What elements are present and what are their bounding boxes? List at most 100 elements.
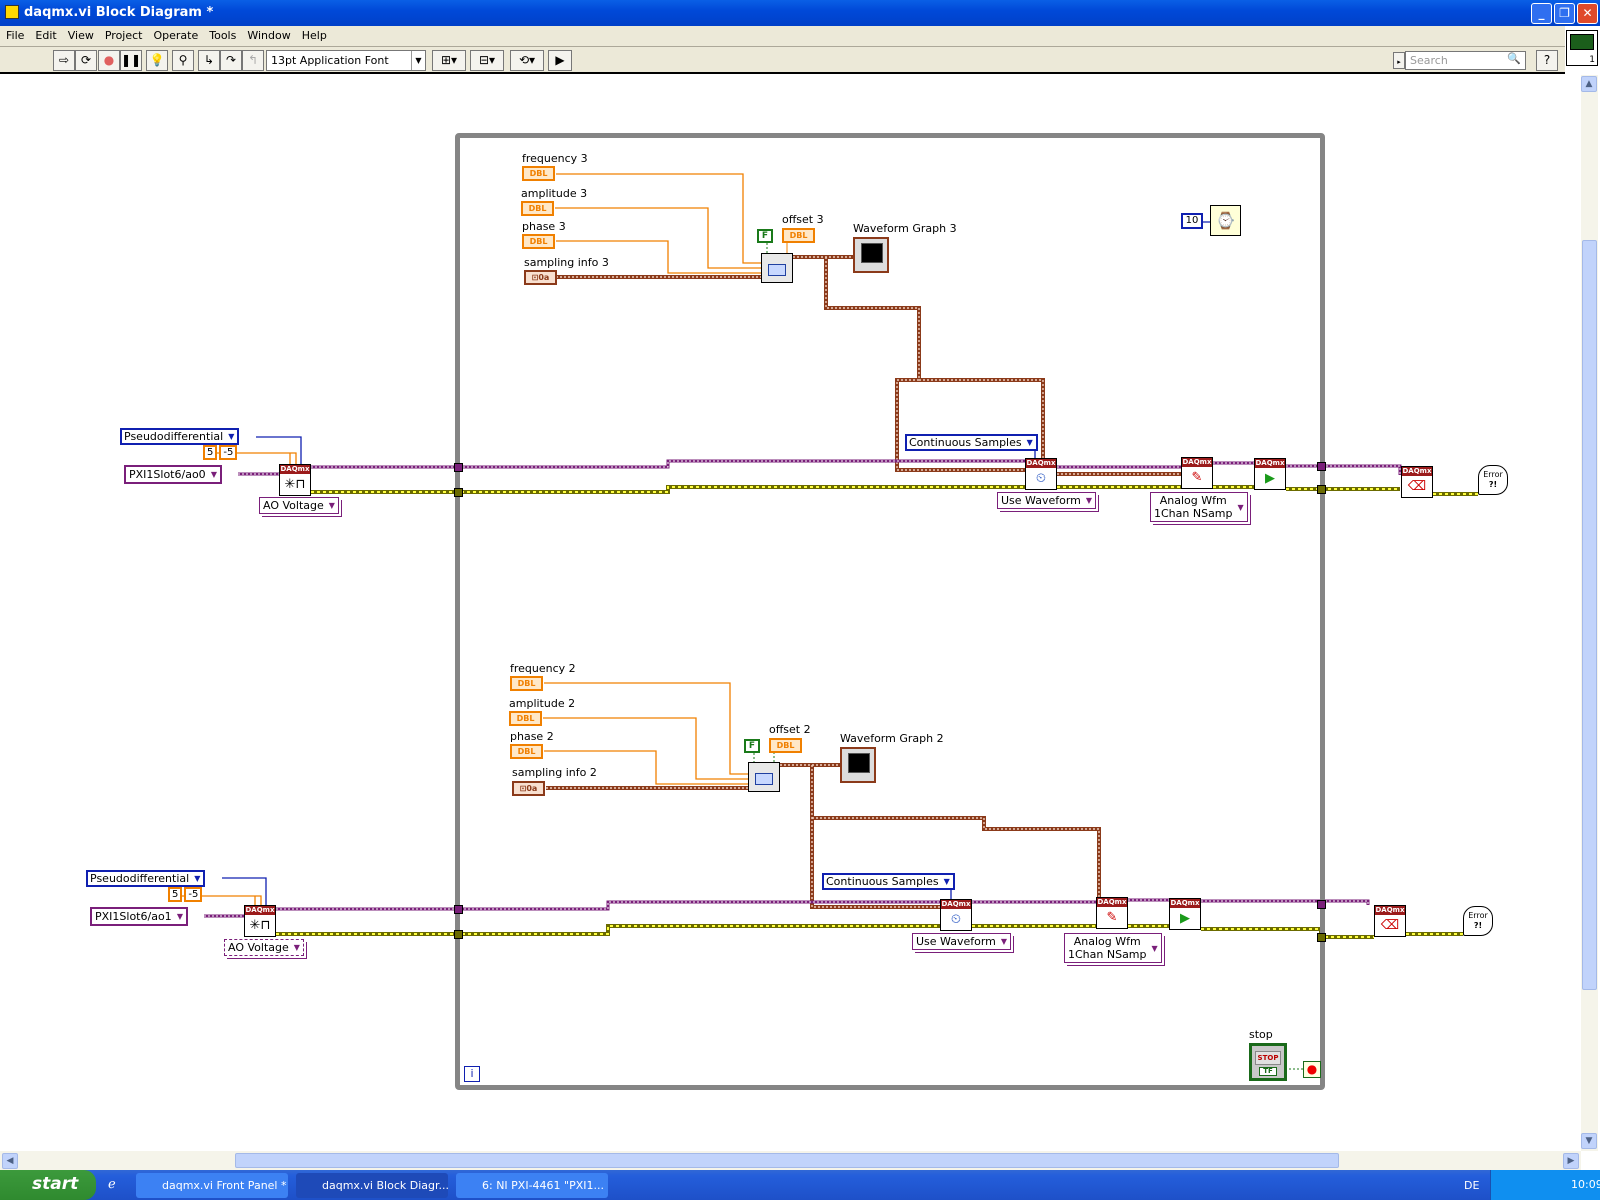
max-value-constant[interactable]: 5 xyxy=(203,445,218,460)
sampling-info-control[interactable]: ⊡0a xyxy=(512,781,545,796)
cleanup-diagram-icon[interactable]: ▶ xyxy=(548,50,572,71)
search-icon[interactable]: 🔍 xyxy=(1507,52,1521,65)
scroll-left-icon[interactable]: ◀ xyxy=(2,1153,18,1169)
daqmx-write[interactable]: DAQmx✎ xyxy=(1096,897,1128,929)
start-button[interactable]: start xyxy=(0,1170,96,1200)
step-over-icon[interactable]: ↷ xyxy=(220,50,242,71)
taskbar-item-front-panel[interactable]: daqmx.vi Front Panel * xyxy=(136,1173,288,1198)
taskbar-item-block-diagram[interactable]: daqmx.vi Block Diagr... xyxy=(296,1173,448,1198)
terminal-config-value: Pseudodifferential xyxy=(90,872,190,885)
search-expand-icon[interactable]: ▸ xyxy=(1393,52,1405,69)
sample-mode-value: Continuous Samples xyxy=(909,436,1022,449)
offset-control[interactable]: DBL xyxy=(769,738,802,753)
align-objects-icon[interactable]: ⊞▾ xyxy=(432,50,466,71)
daqmx-write[interactable]: DAQmx✎ xyxy=(1181,457,1213,489)
daqmx-start-task[interactable]: DAQmx▶ xyxy=(1254,458,1286,490)
taskbar-item-ni-pxi[interactable]: 6: NI PXI-4461 "PXI1... xyxy=(456,1173,608,1198)
step-out-icon[interactable]: ↰ xyxy=(242,50,264,71)
ie-quicklaunch-icon[interactable]: ℯ xyxy=(108,1177,116,1192)
daqmx-clear-task[interactable]: DAQmx⌫ xyxy=(1374,905,1406,937)
vertical-scrollbar[interactable]: ▲▼ xyxy=(1581,75,1598,1151)
minimize-button[interactable]: _ xyxy=(1531,3,1552,24)
reorder-icon[interactable]: ⟲▾ xyxy=(510,50,544,71)
terminal-config-ring[interactable]: Pseudodifferential▼ xyxy=(120,428,240,445)
sampling-info-control[interactable]: ⊡0a xyxy=(524,270,557,285)
scroll-up-icon[interactable]: ▲ xyxy=(1581,76,1597,92)
measurement-type-selector[interactable]: AO Voltage▼ xyxy=(259,497,339,514)
amplitude-control[interactable]: DBL xyxy=(509,711,542,726)
timing-type-selector[interactable]: Use Waveform▼ xyxy=(912,933,1012,950)
physical-channel-constant[interactable]: PXI1Slot6/ao0▼ xyxy=(124,465,222,484)
loop-condition-stop-icon[interactable]: ● xyxy=(1303,1061,1321,1078)
font-select[interactable]: 13pt Application Font▼ xyxy=(266,50,426,71)
stop-button-terminal[interactable]: STOP TF xyxy=(1249,1043,1287,1081)
false-constant[interactable]: F xyxy=(744,739,760,753)
amplitude-control[interactable]: DBL xyxy=(521,201,554,216)
daqmx-create-channel[interactable]: DAQmx✳⊓ xyxy=(279,464,311,496)
menu-help[interactable]: Help xyxy=(301,29,327,42)
context-help-button[interactable]: ? xyxy=(1536,50,1558,71)
horizontal-scrollbar[interactable]: ◀▶ xyxy=(0,1151,1581,1170)
simple-error-handler[interactable]: Error?! xyxy=(1463,906,1493,936)
max-value-constant[interactable]: 5 xyxy=(168,887,183,902)
vertical-scroll-thumb[interactable] xyxy=(1582,240,1597,990)
menu-file[interactable]: File xyxy=(6,29,25,42)
menu-view[interactable]: View xyxy=(67,29,94,42)
phase-control[interactable]: DBL xyxy=(510,744,543,759)
run-icon[interactable]: ⇨ xyxy=(53,50,75,71)
title-bar: daqmx.vi Block Diagram * _ ❐ ✕ xyxy=(0,0,1600,26)
task-tunnel xyxy=(1317,462,1326,471)
close-button[interactable]: ✕ xyxy=(1577,3,1598,24)
measurement-type-value: AO Voltage xyxy=(228,941,289,954)
timing-type-selector[interactable]: Use Waveform▼ xyxy=(997,492,1097,509)
error-symbol: ?! xyxy=(1488,480,1498,489)
search-input[interactable]: Search🔍 xyxy=(1405,51,1526,70)
min-value-constant[interactable]: -5 xyxy=(184,887,203,902)
min-value-constant[interactable]: -5 xyxy=(219,445,238,460)
phase-control[interactable]: DBL xyxy=(522,234,555,249)
daqmx-timing[interactable]: DAQmx⏲ xyxy=(1025,458,1057,490)
highlight-execution-icon[interactable]: 💡 xyxy=(146,50,168,71)
sine-waveform-function[interactable] xyxy=(761,253,793,283)
run-continuously-icon[interactable]: ⟳ xyxy=(75,50,97,71)
simple-error-handler[interactable]: Error?! xyxy=(1478,465,1508,495)
menu-tools[interactable]: Tools xyxy=(209,29,237,42)
daqmx-create-channel[interactable]: DAQmx✳⊓ xyxy=(244,905,276,937)
waveform-graph-terminal[interactable] xyxy=(853,237,889,273)
menu-project[interactable]: Project xyxy=(104,29,143,42)
wait-ms-clock-icon[interactable]: ⌚ xyxy=(1210,205,1241,236)
waveform-graph-terminal[interactable] xyxy=(840,747,876,783)
sample-mode-ring[interactable]: Continuous Samples▼ xyxy=(822,873,955,890)
retain-wire-values-icon[interactable]: ⚲ xyxy=(172,50,194,71)
menu-edit[interactable]: Edit xyxy=(35,29,57,42)
menu-window[interactable]: Window xyxy=(247,29,291,42)
pause-icon[interactable]: ❚❚ xyxy=(120,50,142,71)
while-loop[interactable] xyxy=(455,133,1325,1090)
restore-button[interactable]: ❐ xyxy=(1554,3,1575,24)
language-indicator[interactable]: DE xyxy=(1464,1179,1480,1192)
distribute-objects-icon[interactable]: ⊟▾ xyxy=(470,50,504,71)
daqmx-clear-task[interactable]: DAQmx⌫ xyxy=(1401,466,1433,498)
horizontal-scroll-thumb[interactable] xyxy=(235,1153,1339,1168)
scroll-down-icon[interactable]: ▼ xyxy=(1581,1133,1597,1149)
sample-mode-ring[interactable]: Continuous Samples▼ xyxy=(905,434,1038,451)
daqmx-header: DAQmx xyxy=(1097,898,1127,907)
false-constant[interactable]: F xyxy=(757,229,773,243)
daqmx-timing[interactable]: DAQmx⏲ xyxy=(940,899,972,931)
measurement-type-selector[interactable]: AO Voltage▼ xyxy=(224,939,304,956)
menu-operate[interactable]: Operate xyxy=(153,29,199,42)
terminal-config-ring[interactable]: Pseudodifferential▼ xyxy=(86,870,206,887)
abort-icon[interactable]: ● xyxy=(98,50,120,71)
sine-waveform-function[interactable] xyxy=(748,762,780,792)
step-into-icon[interactable]: ↳ xyxy=(198,50,220,71)
offset-control[interactable]: DBL xyxy=(782,228,815,243)
vi-icon[interactable]: 1 xyxy=(1566,30,1598,66)
frequency-control[interactable]: DBL xyxy=(510,676,543,691)
daqmx-start-task[interactable]: DAQmx▶ xyxy=(1169,898,1201,930)
frequency-control[interactable]: DBL xyxy=(522,166,555,181)
wait-ms-constant[interactable]: 10 xyxy=(1181,213,1203,229)
scroll-right-icon[interactable]: ▶ xyxy=(1563,1153,1579,1169)
physical-channel-constant[interactable]: PXI1Slot6/ao1▼ xyxy=(90,907,188,926)
